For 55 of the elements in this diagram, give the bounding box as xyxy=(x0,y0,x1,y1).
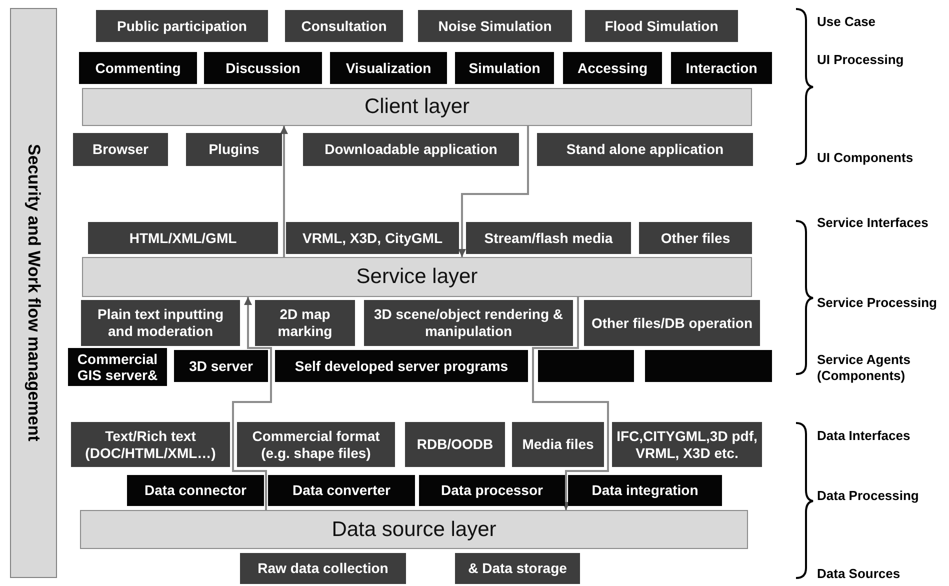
component-box: Other files/DB operation xyxy=(584,300,760,346)
component-box: Data processor xyxy=(419,475,565,506)
component-box: Data converter xyxy=(268,475,415,506)
component-box: Noise Simulation xyxy=(418,10,572,42)
component-box: Downloadable application xyxy=(303,133,519,166)
arrow xyxy=(532,297,609,510)
component-box: Consultation xyxy=(285,10,403,42)
tier-label: Data Interfaces xyxy=(817,428,912,444)
component-box: Plain text inputting and moderation xyxy=(81,300,240,346)
component-box: Accessing xyxy=(563,52,662,84)
component-box: Self developed server programs xyxy=(275,350,528,382)
arrow xyxy=(280,126,288,257)
component-box: Other files xyxy=(639,222,752,254)
component-box: Commenting xyxy=(79,52,197,84)
component-box: Data integration xyxy=(568,475,722,506)
component-box: Commercial format (e.g. shape files) xyxy=(237,422,395,467)
tier-label: Data Processing xyxy=(817,488,920,504)
component-box: Text/Rich text (DOC/HTML/XML…) xyxy=(71,422,230,467)
component-box: Data connector xyxy=(127,475,264,506)
component-box: Simulation xyxy=(455,52,554,84)
component-box: 2D map marking xyxy=(255,300,355,346)
component-box: Media files xyxy=(512,422,604,467)
layer-bar: Client layer xyxy=(82,88,752,126)
component-box: Public participation xyxy=(96,10,268,42)
component-box: 3D server xyxy=(174,350,268,382)
component-box: Discussion xyxy=(204,52,322,84)
component-box: Stand alone application xyxy=(537,133,753,166)
component-box: Raw data collection xyxy=(240,553,406,584)
component-box: Visualization xyxy=(330,52,447,84)
component-box: & Data storage xyxy=(455,553,580,584)
component-box: HTML/XML/GML xyxy=(88,222,278,254)
arrow xyxy=(232,297,272,510)
component-box: Plugins xyxy=(186,133,282,166)
component-box: Interaction xyxy=(671,52,772,84)
tier-label: UI Components xyxy=(817,150,914,166)
component-box: Browser xyxy=(73,133,168,166)
arrow xyxy=(458,126,529,257)
tier-label: Service Processing xyxy=(817,295,938,312)
tier-label: Service Agents (Components) xyxy=(817,352,912,384)
empty-box xyxy=(645,350,772,382)
empty-box xyxy=(538,350,634,382)
layer-bar: Data source layer xyxy=(80,510,748,549)
tier-label: Use Case xyxy=(817,14,877,30)
component-box: Commercial GIS server& xyxy=(68,348,167,386)
component-box: IFC,CITYGML,3D pdf, VRML, X3D etc. xyxy=(612,422,762,467)
tier-label: UI Processing xyxy=(817,52,905,68)
side-band: Security and Work flow management xyxy=(10,8,57,578)
layer-bar: Service layer xyxy=(82,257,752,297)
component-box: Stream/flash media xyxy=(466,222,631,254)
tier-label: Service Interfaces xyxy=(817,215,930,232)
component-box: Flood Simulation xyxy=(585,10,738,42)
component-box: RDB/OODB xyxy=(405,422,505,467)
component-box: 3D scene/object rendering & manipulation xyxy=(364,300,573,346)
tier-label: Data Sources xyxy=(817,566,902,582)
component-box: VRML, X3D, CityGML xyxy=(286,222,459,254)
